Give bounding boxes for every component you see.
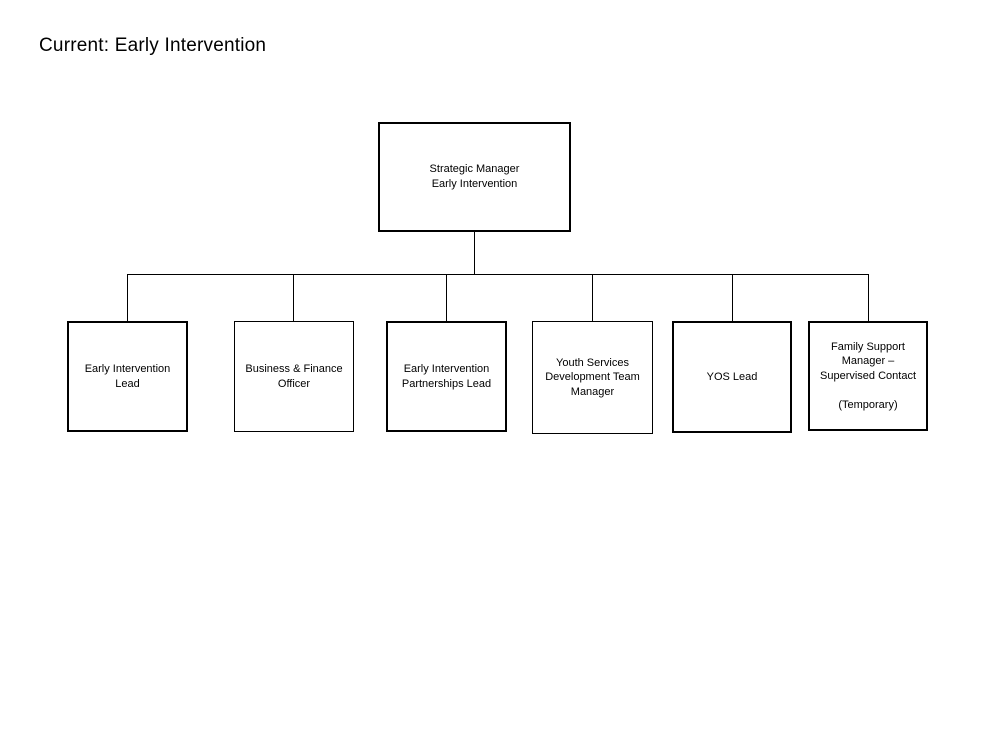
connector-drop-early-intervention-lead <box>127 274 128 322</box>
connector-drop-youth-services-development-team-manager <box>592 274 593 322</box>
connector-drop-yos-lead <box>732 274 733 322</box>
connector-drop-early-intervention-partnerships-lead <box>446 274 447 322</box>
connector-horizontal-bus <box>127 274 869 275</box>
org-node-yos-lead[interactable]: YOS Lead <box>672 321 792 433</box>
org-node-label: YOS Lead <box>706 370 758 383</box>
org-node-early-intervention-partnerships-lead[interactable]: Early Intervention Partnerships Lead <box>386 321 507 432</box>
org-node-label: Early Intervention Lead <box>84 363 171 390</box>
org-node-early-intervention-lead[interactable]: Early Intervention Lead <box>67 321 188 432</box>
org-node-label: Strategic Manager Early Intervention <box>429 163 520 190</box>
org-node-youth-services-development-team-manager[interactable]: Youth Services Development Team Manager <box>532 321 653 434</box>
org-node-label: Youth Services Development Team Manager <box>545 356 640 398</box>
connector-drop-family-support-manager <box>868 274 869 322</box>
org-node-family-support-manager-supervised-contact[interactable]: Family Support Manager – Supervised Cont… <box>808 321 928 431</box>
org-node-label: Early Intervention Partnerships Lead <box>401 363 492 390</box>
org-node-label: Family Support Manager – Supervised Cont… <box>820 340 916 411</box>
connector-drop-business-finance-officer <box>293 274 294 322</box>
page-title: Current: Early Intervention <box>39 35 267 56</box>
connector-root-stem <box>474 232 475 275</box>
org-node-business-finance-officer[interactable]: Business & Finance Officer <box>234 321 354 432</box>
org-node-label: Business & Finance Officer <box>245 363 343 390</box>
org-node-strategic-manager[interactable]: Strategic Manager Early Intervention <box>378 122 571 232</box>
